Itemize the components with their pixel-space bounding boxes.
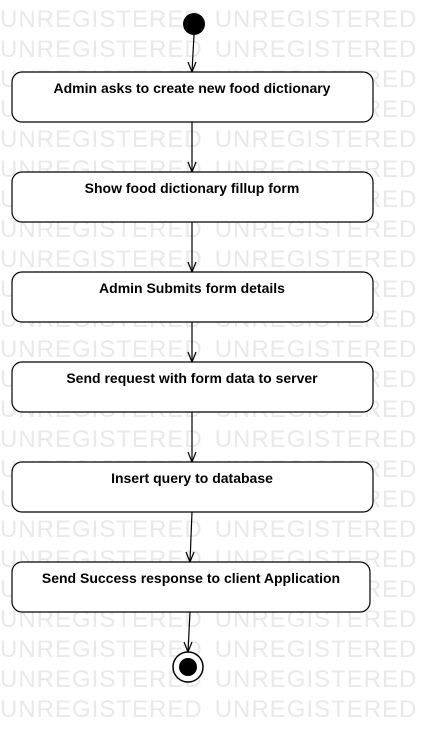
final-node-dot xyxy=(179,658,197,676)
action-label: Insert query to database xyxy=(111,470,273,486)
action-box xyxy=(11,461,374,513)
flow-arrow xyxy=(189,511,193,563)
action-box xyxy=(11,561,371,613)
action-node: Admin asks to create new food dictionary xyxy=(11,71,374,123)
action-label: Send Success response to client Applicat… xyxy=(42,570,340,586)
final-node xyxy=(172,651,204,683)
flow-arrow xyxy=(191,34,195,73)
action-label: Show food dictionary fillup form xyxy=(85,180,300,196)
action-label: Admin Submits form details xyxy=(99,280,285,296)
action-node: Send Success response to client Applicat… xyxy=(11,561,371,613)
action-node: Send request with form data to server xyxy=(11,361,374,413)
flow-arrow xyxy=(187,611,191,653)
action-label: Admin asks to create new food dictionary xyxy=(54,80,331,96)
action-node: Admin Submits form details xyxy=(11,271,374,323)
action-node: Show food dictionary fillup form xyxy=(11,171,374,223)
action-label: Send request with form data to server xyxy=(66,370,318,386)
action-node: Insert query to database xyxy=(11,461,374,513)
initial-node xyxy=(183,13,205,35)
